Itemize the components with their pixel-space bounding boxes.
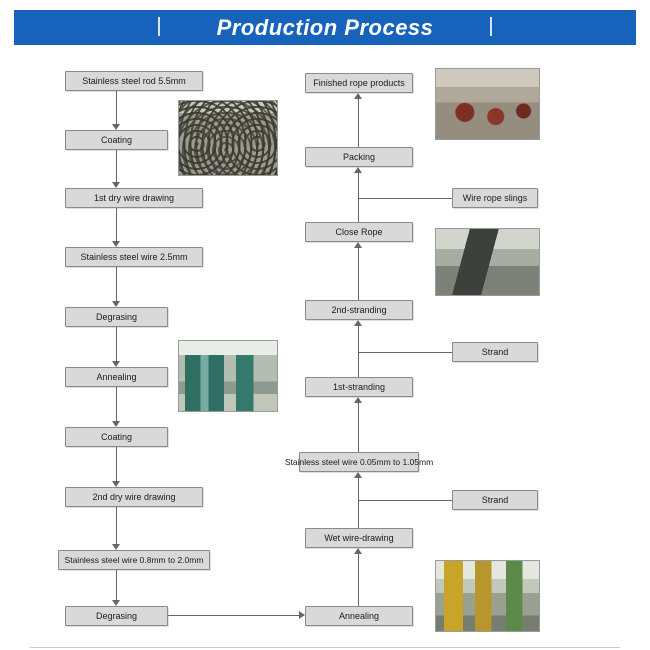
header-divider-left: | (156, 15, 162, 37)
arrow-down-connector (112, 327, 120, 367)
flow-step-annealing-right: Annealing (305, 606, 413, 626)
flow-step-2nd-dry-drawing: 2nd dry wire drawing (65, 487, 203, 507)
header-banner: | Production Process | (14, 10, 636, 45)
arrow-right-connector (168, 611, 305, 619)
branch-strand-1: Strand (452, 342, 538, 362)
arrow-down-connector (112, 447, 120, 487)
arrow-up-connector (354, 397, 362, 452)
branch-wire-rope-slings: Wire rope slings (452, 188, 538, 208)
arrow-down-connector (112, 208, 120, 247)
arrow-down-connector (112, 387, 120, 427)
arrow-down-connector (112, 150, 120, 188)
branch-line (358, 500, 452, 501)
flow-step-1st-dry-drawing: 1st dry wire drawing (65, 188, 203, 208)
arrow-up-connector (354, 548, 362, 606)
branch-line (358, 198, 452, 199)
flow-step-packing: Packing (305, 147, 413, 167)
flow-step-1st-stranding: 1st-stranding (305, 377, 413, 397)
rope-workshop-photo (435, 68, 540, 140)
arrow-down-connector (112, 570, 120, 606)
arrow-up-connector (354, 93, 362, 147)
flow-step-wire-2-5mm: Stainless steel wire 2.5mm (65, 247, 203, 267)
arrow-down-connector (112, 267, 120, 307)
flow-step-2nd-stranding: 2nd-stranding (305, 300, 413, 320)
flow-step-wire-08-20mm: Stainless steel wire 0.8mm to 2.0mm (58, 550, 210, 570)
flow-step-wire-005-105mm: Stainless steel wire 0.05mm to 1.05mm (285, 452, 433, 472)
factory-aisle-photo (178, 340, 278, 412)
factory-machines-photo (435, 560, 540, 632)
arrow-down-connector (112, 91, 120, 130)
wire-rod-coils-photo (178, 100, 278, 176)
flow-step-finished-rope: Finished rope products (305, 73, 413, 93)
arrow-up-connector (354, 167, 362, 222)
arrow-down-connector (112, 507, 120, 550)
arrow-up-connector (354, 320, 362, 377)
flow-step-annealing-left: Annealing (65, 367, 168, 387)
bottom-divider (30, 647, 620, 648)
arrow-up-connector (354, 472, 362, 528)
flow-step-degrasing-1: Degrasing (65, 307, 168, 327)
branch-strand-2: Strand (452, 490, 538, 510)
page-title: Production Process (216, 14, 434, 40)
flow-step-degrasing-2: Degrasing (65, 606, 168, 626)
flow-step-close-rope: Close Rope (305, 222, 413, 242)
closing-machine-line-photo (435, 228, 540, 296)
flow-step-coating-1: Coating (65, 130, 168, 150)
flow-step-coating-2: Coating (65, 427, 168, 447)
flow-step-stainless-rod: Stainless steel rod 5.5mm (65, 71, 203, 91)
arrow-up-connector (354, 242, 362, 300)
branch-line (358, 352, 452, 353)
header-divider-right: | (488, 15, 494, 37)
flow-step-wet-wire-drawing: Wet wire-drawing (305, 528, 413, 548)
